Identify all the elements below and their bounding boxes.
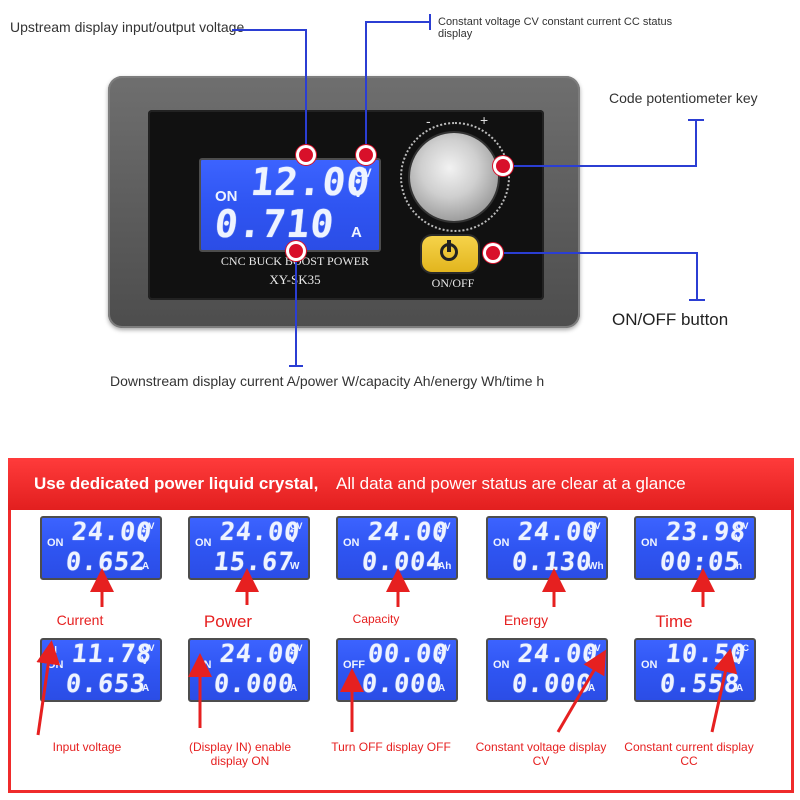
power-icon-bar [447, 240, 451, 252]
mini-lcd-status: ON [47, 537, 64, 549]
display-caption: Input voltage [52, 740, 122, 754]
display-caption: Constant voltage display CV [475, 740, 607, 768]
mini-lcd-mode: CV [290, 643, 303, 653]
display-caption: Energy [503, 612, 549, 628]
mini-lcd-lower-unit: A [588, 683, 596, 694]
model-number: XY-SK35 [269, 272, 321, 287]
mini-lcd-status: ON [195, 537, 212, 549]
mini-lcd-mode: CV [588, 521, 601, 531]
callout-line-potentiometer [506, 120, 697, 167]
mini-lcd-lower-unit: Ah [438, 561, 452, 572]
knob-scale [400, 122, 510, 232]
panel-banner [8, 458, 794, 510]
arrow-cc [710, 648, 738, 733]
marker-onoff [486, 246, 500, 260]
mini-lcd-status: ON [641, 537, 658, 549]
mini-lcd-upper-unit: V [587, 533, 595, 545]
callout-cvcc: Constant voltage CV constant current CC … [438, 16, 673, 40]
banner-left-text: Use dedicated power liquid crystal, [34, 474, 319, 493]
mini-lcd-upper-unit: V [289, 655, 297, 667]
mini-lcd-mode: CV [438, 521, 451, 531]
callout-line-cvcc [365, 21, 430, 150]
display-caption: Power [203, 612, 253, 631]
display-caption: Time [655, 612, 693, 631]
marker-potentiometer [496, 159, 510, 173]
display-caption: Turn OFF display OFF [331, 740, 451, 754]
mini-lcd-lower-unit: W [290, 561, 300, 572]
callout-line-upstream [232, 29, 307, 150]
mini-lcd-upper-unit: V [289, 533, 297, 545]
marker-downstream [289, 244, 303, 258]
mini-lcd-lower-unit: A [736, 683, 744, 694]
model-name: CNC BUCK BOOST POWER [220, 254, 370, 268]
banner-right-text: All data and power status are clear at a… [336, 474, 686, 493]
mini-lcd-status: ON [493, 659, 510, 671]
main-lcd-status: ON [215, 188, 238, 205]
mini-lcd-lower-unit: h [736, 561, 743, 572]
callout-downstream: Downstream display current A/power W/cap… [110, 373, 545, 389]
marker-upstream [299, 148, 313, 162]
callout-lines [232, 14, 705, 367]
callout-onoff: ON/OFF button [612, 310, 729, 329]
display-caption: (Display IN) enable display ON [188, 740, 292, 768]
arrow-input-voltage [36, 640, 61, 736]
display-caption: Constant current display CC [624, 740, 754, 768]
mini-lcd-lower-unit: Wh [588, 561, 604, 572]
main-lcd-lower-unit: A [351, 224, 362, 241]
callout-line-onoff [494, 252, 698, 300]
marker-cvcc [359, 148, 373, 162]
display-modes-panel [8, 458, 794, 793]
mini-lcd-status: ON [641, 659, 658, 671]
mini-lcd-upper-unit: V [437, 533, 445, 545]
mini-lcd-mode: CV [142, 521, 155, 531]
mini-lcd-upper-unit: V [735, 655, 743, 667]
main-lcd-display: ON 12.00 CV V 0.710 A [199, 158, 381, 252]
mini-lcd-upper-unit: V [437, 655, 445, 667]
mini-lcd-status: ON [343, 537, 360, 549]
mini-lcd-mode: CV [142, 643, 155, 653]
knob-plus-mark: + [480, 112, 489, 128]
mini-lcd-mode: CV [438, 643, 451, 653]
mini-lcd-lower-unit: A [142, 561, 150, 572]
mini-lcd-mode: CV [588, 643, 601, 653]
mini-lcd-upper-unit: V [141, 655, 149, 667]
callout-upstream: Upstream display input/output voltage [10, 19, 245, 35]
mini-lcd-lower-unit: A [290, 683, 298, 694]
mini-lcd-mode: CV [290, 521, 303, 531]
onoff-button-label: ON/OFF [431, 276, 475, 290]
main-lcd-cv: CV [355, 166, 372, 180]
main-lcd-upper-unit: V [353, 184, 364, 201]
display-caption: Capacity [352, 612, 400, 626]
display-caption: Current [56, 612, 104, 628]
mini-lcd-lower-unit: A [438, 683, 446, 694]
mini-lcd-lower-unit: A [142, 683, 150, 694]
mini-lcd-upper-unit: V [141, 533, 149, 545]
knob-minus-mark: - [426, 113, 431, 129]
arrow-cv [556, 649, 607, 733]
callout-potentiometer: Code potentiometer key [609, 90, 758, 106]
potentiometer-knob[interactable] [410, 133, 498, 221]
mini-lcd-status: ON [493, 537, 510, 549]
mini-lcd-mode: CV [736, 521, 749, 531]
mini-lcd-upper-unit: V [735, 533, 743, 545]
mini-lcd-mode: CC [736, 643, 749, 653]
